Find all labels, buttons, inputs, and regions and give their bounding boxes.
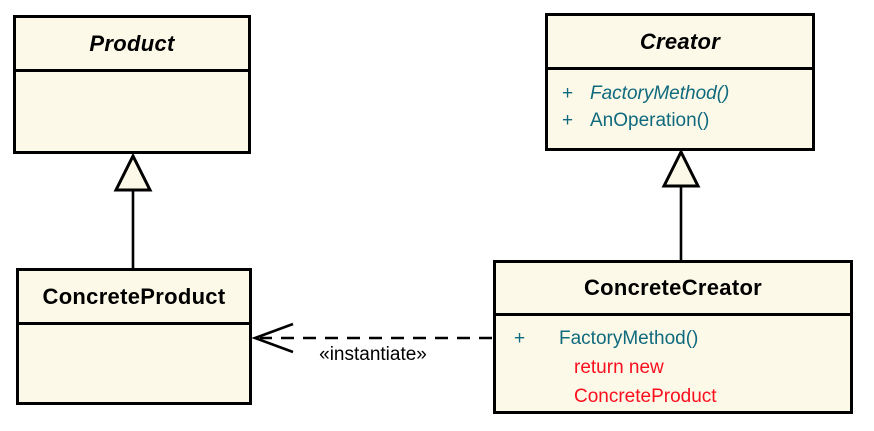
- inheritance-arrow-creator: [661, 148, 701, 260]
- class-box-creator: Creator + FactoryMethod() + AnOperation(…: [545, 13, 815, 151]
- class-title-concrete-creator: ConcreteCreator: [496, 263, 850, 316]
- note-line-return-new: return new: [574, 356, 664, 378]
- class-title-product: Product: [16, 18, 248, 72]
- visibility-marker: +: [514, 327, 526, 349]
- class-body-concrete-creator: + FactoryMethod() return new ConcretePro…: [496, 316, 850, 411]
- method-row: + FactoryMethod(): [514, 324, 850, 353]
- visibility-marker: +: [562, 109, 574, 131]
- inheritance-arrow-product: [113, 152, 153, 268]
- method-signature: FactoryMethod(): [559, 327, 699, 349]
- class-title-creator: Creator: [548, 16, 812, 70]
- note-line-concrete-product: ConcreteProduct: [574, 385, 717, 407]
- class-box-concrete-creator: ConcreteCreator + FactoryMethod() return…: [493, 260, 853, 414]
- class-body-creator: + FactoryMethod() + AnOperation(): [548, 70, 812, 134]
- method-row: + AnOperation(): [562, 107, 812, 134]
- instantiate-dashed-arrow: [251, 322, 492, 354]
- visibility-marker: +: [562, 82, 574, 104]
- class-box-concrete-product: ConcreteProduct: [16, 268, 252, 405]
- method-row: + FactoryMethod(): [562, 80, 812, 107]
- method-signature: FactoryMethod(): [590, 82, 730, 104]
- class-box-product: Product: [13, 15, 251, 154]
- class-title-concrete-product: ConcreteProduct: [19, 271, 249, 325]
- method-signature: AnOperation(): [590, 109, 710, 131]
- instantiate-label: «instantiate»: [319, 344, 427, 365]
